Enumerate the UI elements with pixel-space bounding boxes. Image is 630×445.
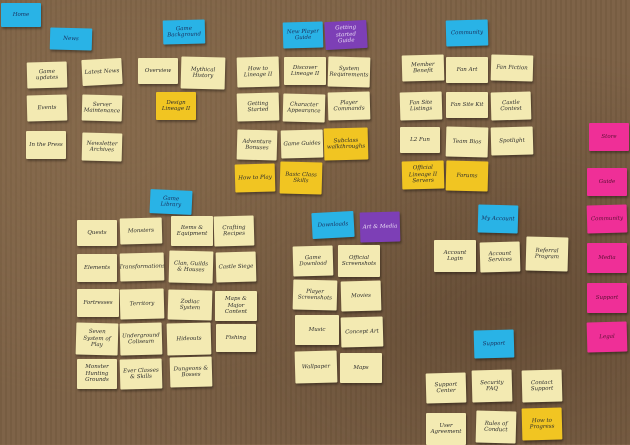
note-player-commands: Player Commands [327,91,371,121]
note-latest-news: Latest News [81,57,123,87]
note-server-maintenance: Server Maintenance [81,94,123,122]
note-getting-started: Getting Started [236,92,280,122]
note-fan-site-kit: Fan Site Kit [446,92,488,118]
note-fan-fiction: Fan Fiction [490,54,534,82]
note-fishing: Fishing [216,324,256,352]
note-player-screenshots: Player Screenshots [292,279,338,311]
note-quests: Quests [77,220,117,246]
note-home: Home [1,3,41,27]
note-how-to-progress: How to Progress [521,407,563,441]
note-castle-contest: Castle Contest [490,91,532,121]
note-how-to-lineage-ii: How to Lineage II [236,56,280,88]
note-events: Events [26,94,68,122]
note-game-guides: Game Guides [280,129,324,159]
note-maps-major-content: Maps & Major Content [215,291,257,321]
note-in-the-press: In the Press [26,131,66,159]
note-elements: Elements [77,254,117,282]
note-fortresses: Fortresses [77,289,119,317]
note-game-library: Game Library [149,189,193,215]
note-spotlight: Spotlight [490,126,534,156]
note-account-services: Account Services [479,241,521,273]
note-movies: Movies [340,280,382,312]
note-contact-support: Contact Support [521,369,563,403]
note-maps: Maps [340,353,382,383]
note-seven-system-of-play: Seven System of Play [75,322,119,356]
note-items-equipment: Items & Equipment [171,216,213,246]
note-downloads: Downloads [311,210,355,240]
note-support-nav: Support [587,283,627,313]
note-support-center: Support Center [425,372,467,404]
note-guide: Guide [587,168,627,196]
note-media: Media [587,243,627,273]
note-fan-site-listings: Fan Site Listings [399,91,443,121]
note-game-background: Game Background [162,19,206,45]
note-adventure-bonuses: Adventure Bonuses [236,129,278,161]
note-game-download: Game Download [292,245,334,277]
note-underground-coliseum: Underground Coliseum [119,322,163,356]
note-news: News [49,27,93,51]
note-my-account: My Account [477,204,519,234]
note-wallpaper: Wallpaper [294,350,338,384]
note-concept-art: Concept Art [340,316,384,348]
note-referral-program: Referral Program [525,236,569,272]
note-official-servers: Official Lineage II Servers [401,160,445,190]
note-new-player-guide: New Player Guide [282,21,324,49]
note-l2-fun: L2 Fun [400,127,440,153]
note-game-updates: Game updates [26,61,68,89]
note-castle-siege: Castle Siege [215,251,257,283]
note-hideouts: Hideouts [166,322,212,356]
note-official-screenshots: Official Screenshots [338,245,380,277]
note-newsletter-archives: Newsletter Archives [81,132,123,162]
note-support: Support [473,329,515,359]
note-basic-class-skills: Basic Class Skills [279,161,323,195]
note-monsters: Monsters [119,217,163,245]
note-forums: Forums [445,160,489,192]
note-how-to-play: How to Play [234,163,276,193]
note-store: Store [589,123,629,151]
note-clan-guilds-houses: Clan, Guilds & Houses [168,250,214,284]
note-security-faq: Security FAQ [471,369,513,403]
note-overview: Overview [138,58,178,84]
note-music: Music [295,315,339,345]
note-transformations: Transformations [119,252,165,282]
note-account-login: Account Login [434,240,476,272]
note-community-nav: Community [586,204,628,234]
note-mythical-history: Mythical History [180,56,226,90]
note-user-agreement: User Agreement [426,413,466,445]
note-discover-lineage-ii: Discover Lineage II [284,57,326,85]
note-fan-art: Fan Art [446,57,488,83]
note-design-lineage-ii: Design Lineage II [156,92,196,120]
note-territory: Territory [119,288,165,320]
note-community: Community [445,19,489,47]
note-legal: Legal [586,321,628,353]
note-rules-of-conduct: Rules of Conduct [475,410,517,444]
note-crafting-recipes: Crafting Recipes [213,215,255,247]
note-system-requirements: System Requirements [327,56,371,88]
note-ever-classes-skills: Ever Classes & Skills [119,358,163,390]
note-monster-hunting-grounds: Monster Hunting Grounds [77,359,117,389]
note-art-media: Art & Media [359,211,401,243]
note-subclass-walkthroughs: Subclass walkthroughs [323,127,369,161]
note-member-benefit: Member Benefit [401,54,445,82]
note-team-bios: Team Bios [445,126,489,158]
note-character-appearance: Character Appearance [282,93,326,123]
note-getting-started-guide: Getting started Guide [324,19,368,51]
note-dungeons-bosses: Dungeons & Bosses [169,356,213,388]
note-zodiac-system: Zodiac System [167,289,213,321]
